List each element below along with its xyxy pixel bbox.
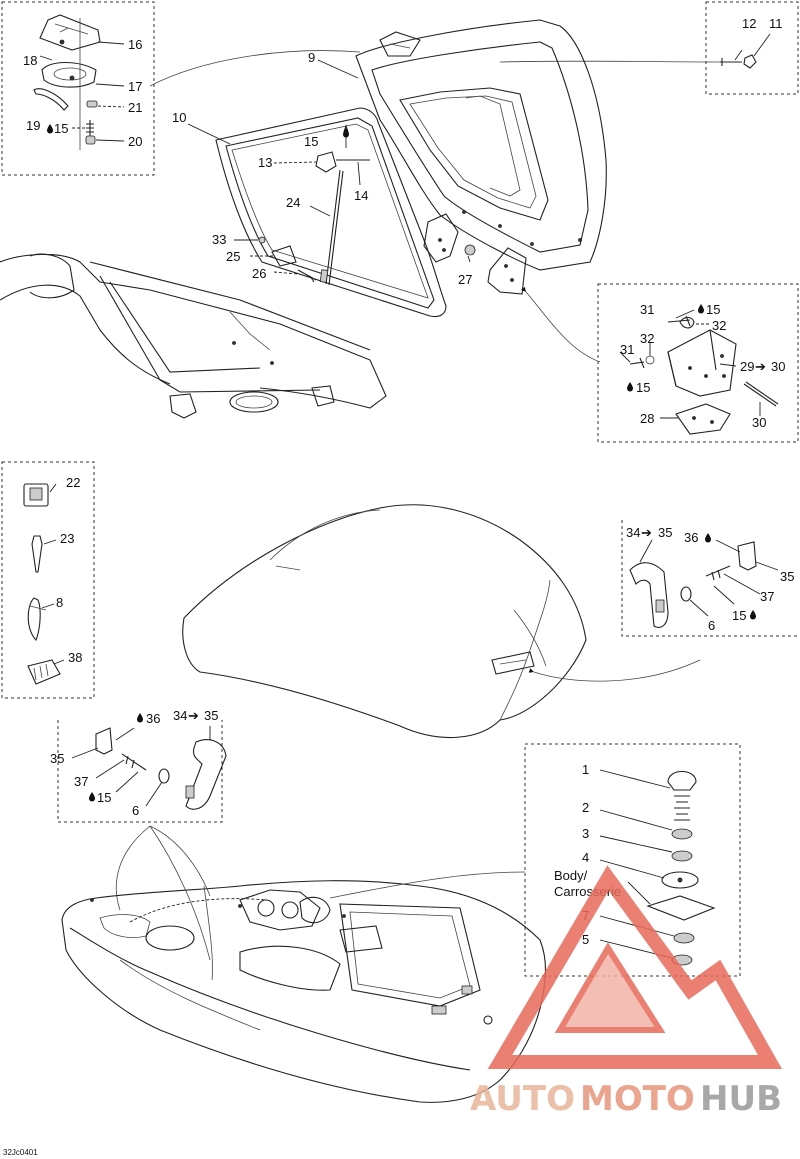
sealant-drop-icon [89, 792, 95, 802]
diagram-code: 32Jc0401 [3, 1148, 38, 1157]
arrow-29-30: ➔ [755, 359, 766, 374]
label-23: 23 [60, 531, 74, 546]
sealant-drop-icon [137, 713, 143, 723]
sealant-drop-icon [750, 610, 756, 620]
handle-detail-right [629, 539, 779, 629]
label-24: 24 [286, 195, 300, 210]
label-34-right: 34 [626, 525, 640, 540]
hinge-parts-upper [423, 213, 527, 295]
label-8: 8 [56, 595, 63, 610]
label-29: 29 [740, 359, 754, 374]
watermark-moto: MOTO [580, 1079, 695, 1119]
label-28: 28 [640, 411, 654, 426]
label-35-ref-left: 35 [204, 708, 218, 723]
detail-box-fasteners [1, 461, 95, 699]
fastener-column [23, 483, 65, 685]
handle-callout-left-2 [149, 825, 211, 961]
label-15-strut: 15 [304, 134, 318, 149]
storage-cover [182, 504, 587, 739]
label-19: 19 [26, 118, 40, 133]
label-15-hinge-bottom: 15 [636, 380, 650, 395]
label-33: 33 [212, 232, 226, 247]
sealant-drop-icon [343, 128, 349, 138]
sealant-drop-icon [698, 304, 704, 314]
label-36-left: 36 [146, 711, 160, 726]
label-21: 21 [128, 100, 142, 115]
pin-callout-line [499, 60, 721, 63]
label-10: 10 [172, 110, 186, 125]
label-37-right: 37 [760, 589, 774, 604]
label-31-top: 31 [640, 302, 654, 317]
label-16: 16 [128, 37, 142, 52]
handle-callout-left [115, 825, 211, 911]
label-25: 25 [226, 249, 240, 264]
label-15-right: 15 [732, 608, 746, 623]
detail-box-hinge [597, 283, 799, 443]
label-18: 18 [23, 53, 37, 68]
hinge-callout-arrow [521, 286, 601, 363]
label-body: Body/ [554, 868, 588, 883]
sealant-drop-icon [705, 533, 711, 543]
label-35-ref-right: 35 [658, 525, 672, 540]
handle-detail-left [71, 726, 227, 810]
label-35-left: 35 [50, 751, 64, 766]
label-15-left: 15 [97, 790, 111, 805]
label-1: 1 [582, 762, 589, 777]
detail-box-hinge-pin [705, 1, 799, 95]
label-32-right: 32 [712, 318, 726, 333]
watermark-hub: HUB [700, 1079, 782, 1119]
automotohub-watermark: AUTO MOTO HUB [470, 865, 782, 1119]
bumper-callout-line [329, 871, 526, 899]
label-11: 11 [769, 16, 783, 31]
label-37-left: 37 [74, 774, 88, 789]
detail-box-handle-right [621, 520, 798, 637]
label-12: 12 [742, 16, 756, 31]
label-6-right: 6 [708, 618, 715, 633]
label-26: 26 [252, 266, 266, 281]
watermark-auto: AUTO [470, 1079, 575, 1119]
sealant-drop-icon [47, 124, 53, 134]
label-3: 3 [582, 826, 589, 841]
hinge-pin-detail [720, 33, 771, 69]
label-17: 17 [128, 79, 142, 94]
detail-box-bumper [524, 743, 741, 977]
hull-callout-dashed [129, 898, 267, 923]
label-32-left: 32 [640, 331, 654, 346]
label-36-right: 36 [684, 530, 698, 545]
label-5: 5 [582, 932, 589, 947]
label-35-right: 35 [780, 569, 794, 584]
arrow-34-35-right: ➔ [641, 525, 652, 540]
strut-parts [234, 124, 370, 286]
latch-leaders [39, 41, 125, 142]
access-panel [187, 107, 447, 318]
label-15-hinge-top: 15 [706, 302, 720, 317]
label-9: 9 [308, 50, 315, 65]
handle-callout-arrow-right [528, 659, 701, 682]
label-27: 27 [458, 272, 472, 287]
arrow-34-35-left: ➔ [188, 708, 199, 723]
label-31-left: 31 [620, 342, 634, 357]
label-30-ref: 30 [771, 359, 785, 374]
boat-hull [61, 880, 547, 1103]
sealant-drop-icon [627, 382, 633, 392]
latch-callout-line [149, 50, 361, 87]
label-38: 38 [68, 650, 82, 665]
label-2: 2 [582, 800, 589, 815]
label-20: 20 [128, 134, 142, 149]
label-13: 13 [258, 155, 272, 170]
deck-outline-upper [0, 253, 387, 419]
label-30: 30 [752, 415, 766, 430]
label-14: 14 [354, 188, 368, 203]
engine-cover-door [317, 19, 607, 271]
label-6-left: 6 [132, 803, 139, 818]
label-15-latch: 15 [54, 121, 68, 136]
detail-box-handle-left [57, 720, 223, 823]
label-34-left: 34 [173, 708, 187, 723]
label-22: 22 [66, 475, 80, 490]
label-4: 4 [582, 850, 589, 865]
hinge-detail [619, 309, 779, 435]
